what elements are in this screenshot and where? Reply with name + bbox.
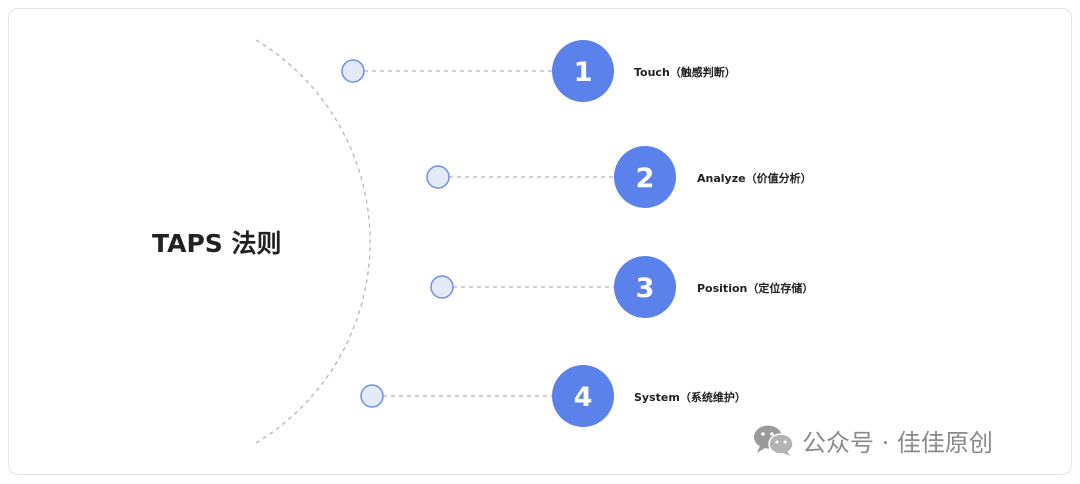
diagram-title: TAPS 法则 (152, 229, 282, 258)
arc-node-4 (360, 384, 384, 408)
arc-line (255, 39, 371, 444)
step-circle-3 (614, 256, 676, 318)
arc-node-1 (341, 59, 365, 83)
step-number-4: 4 (574, 382, 593, 413)
watermark: 公众号 · 佳佳原创 (752, 422, 993, 458)
arc-node-3 (430, 275, 454, 299)
step-number-2: 2 (636, 163, 655, 194)
watermark-text: 公众号 · 佳佳原创 (802, 428, 993, 457)
step-circle-1 (552, 40, 614, 102)
wechat-icon (754, 425, 794, 456)
step-number-1: 1 (574, 57, 593, 88)
diagram-frame (8, 8, 1072, 475)
step-circle-2 (614, 146, 676, 208)
step-label-4: System（系统维护） (634, 391, 746, 404)
step-number-3: 3 (636, 273, 655, 304)
step-label-2: Analyze（价值分析） (697, 172, 812, 185)
step-label-3: Position（定位存储） (697, 282, 814, 295)
step-circle-4 (552, 365, 614, 427)
step-label-1: Touch（触感判断） (634, 66, 736, 79)
arc-node-2 (426, 165, 450, 189)
